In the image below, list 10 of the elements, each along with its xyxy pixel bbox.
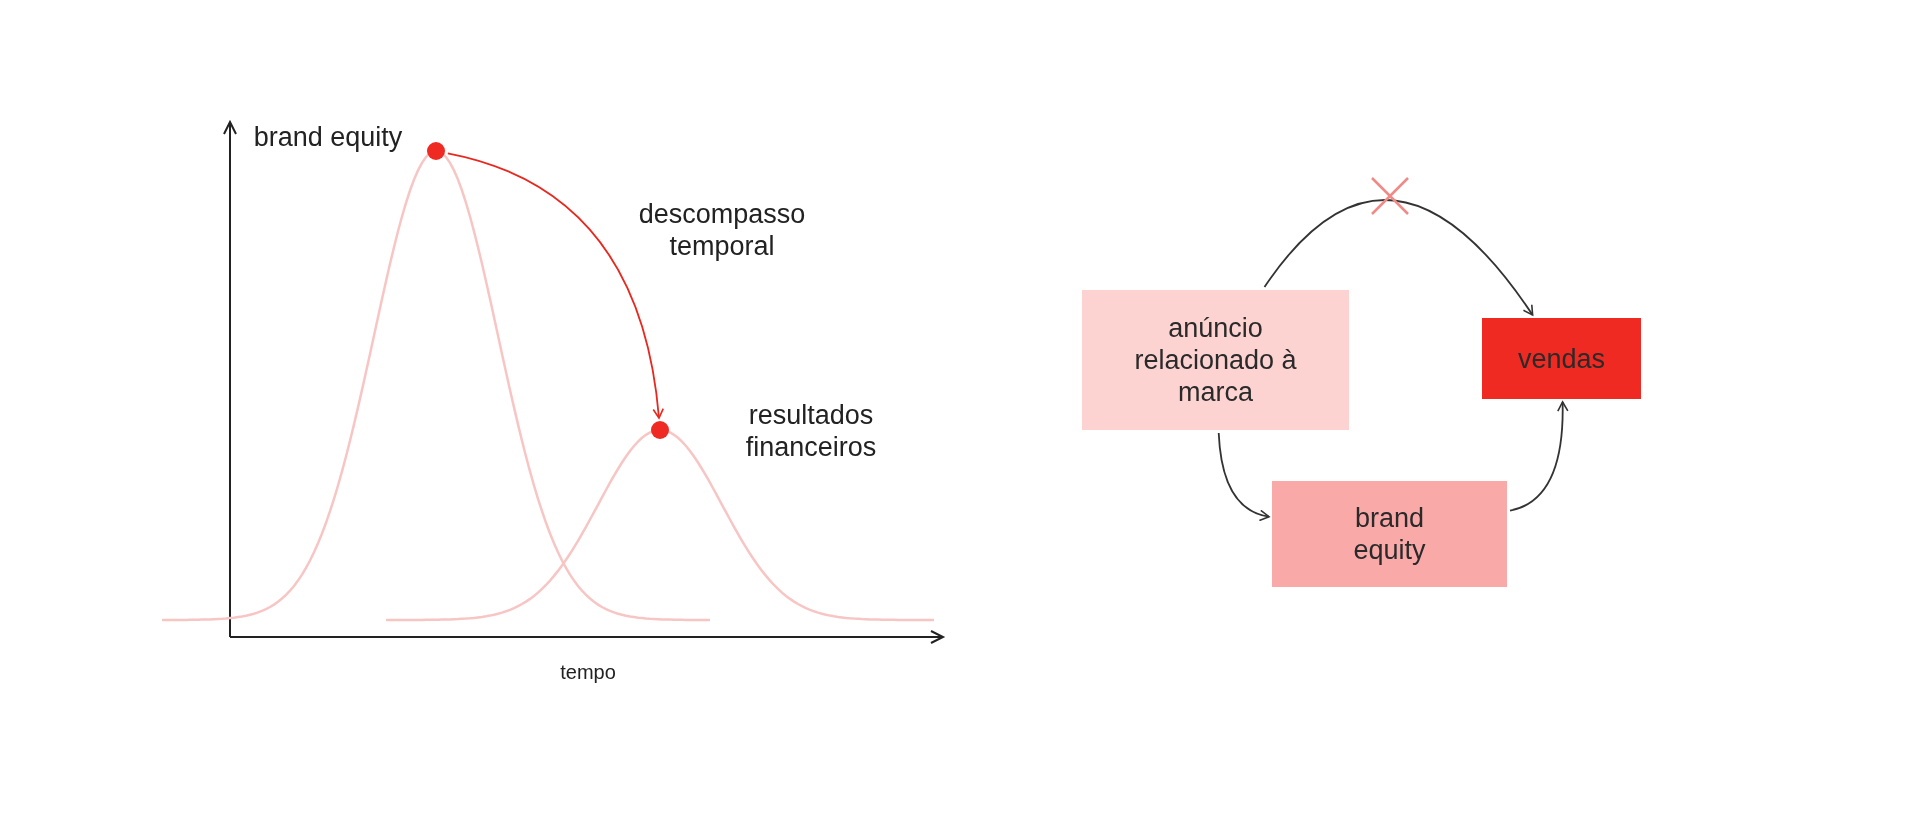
curve-label: brand equity <box>253 121 403 153</box>
arrow <box>1217 432 1270 521</box>
process-box: anúncio relacionado à marca <box>1082 290 1349 430</box>
process-box: vendas <box>1482 318 1641 399</box>
arrow <box>1263 199 1534 316</box>
arrow <box>1509 401 1569 512</box>
arrow <box>446 152 664 419</box>
curve-label: resultados financeiros <box>744 399 878 463</box>
process-box: brand equity <box>1272 481 1507 587</box>
axis-label: tempo <box>559 660 617 685</box>
